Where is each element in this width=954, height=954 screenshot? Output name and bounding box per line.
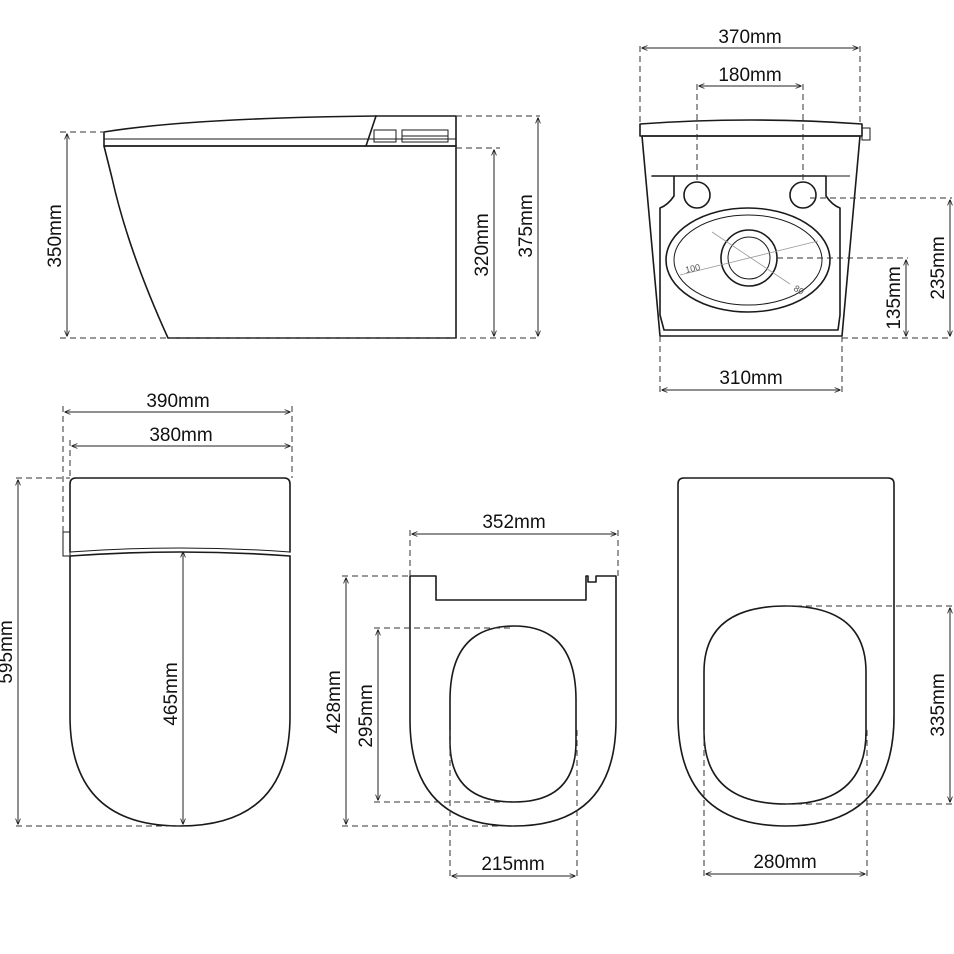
seat-opening — [449, 625, 577, 803]
seat-dim-215-label: 215mm — [481, 854, 544, 875]
side-lid-outline — [103, 115, 457, 147]
top-dim-595-label: 595mm — [0, 620, 17, 683]
seat-dim-352-label: 352mm — [482, 512, 545, 533]
seat-dim-295-label: 295mm — [356, 684, 377, 747]
side-dim-375-label: 375mm — [516, 194, 537, 257]
rear-dim-370-label: 370mm — [718, 27, 781, 48]
top-seam-inner — [69, 547, 291, 553]
top-dim-380-label: 380mm — [149, 425, 212, 446]
top-view: 390mm 380mm 595mm 465mm — [0, 391, 293, 827]
rear-dim-80-label: 80 — [792, 283, 806, 297]
rear-dim-310-label: 310mm — [719, 368, 782, 389]
rear-lid-outline — [639, 119, 863, 137]
lid-outline — [677, 477, 895, 827]
seat-view: 352mm 428mm 295mm 215mm — [324, 512, 619, 880]
rear-dim-235-label: 235mm — [928, 236, 949, 299]
top-side-knob — [62, 531, 71, 557]
top-dim-390-label: 390mm — [146, 391, 209, 412]
rear-side-knob — [861, 127, 871, 141]
rear-bolt-left — [683, 181, 711, 209]
rear-dim-135-label: 135mm — [884, 266, 905, 329]
top-tank-outline — [69, 477, 291, 553]
seat-ring-outline — [409, 575, 617, 827]
rear-plate-outline — [651, 175, 841, 331]
side-dim-320-label: 320mm — [472, 213, 493, 276]
rear-outlet-inner — [727, 236, 771, 280]
seat-dim-428-label: 428mm — [324, 670, 345, 733]
top-seam — [69, 551, 291, 557]
rear-view: 100 80 370mm 180mm 310mm 135mm 235mm — [639, 27, 952, 392]
rear-dia-line-b — [711, 231, 791, 285]
lid-dim-280-label: 280mm — [753, 852, 816, 873]
side-control-panel — [365, 115, 377, 147]
side-panel-button — [373, 129, 397, 143]
lid-dim-335-label: 335mm — [928, 673, 949, 736]
rear-dim-180-label: 180mm — [718, 65, 781, 86]
top-dim-465-label: 465mm — [161, 662, 182, 725]
side-dim-350-label: 350mm — [45, 204, 66, 267]
rear-oval-outer — [665, 207, 831, 313]
rear-dim-100-label: 100 — [684, 262, 701, 275]
rear-oval-inner — [673, 214, 823, 306]
side-view: 350mm 320mm 375mm — [45, 115, 540, 339]
lid-opening — [703, 605, 867, 805]
lid-view: 335mm 280mm — [677, 477, 952, 876]
side-body-outline — [103, 145, 457, 339]
rear-dia-line-a — [679, 240, 819, 276]
rear-bolt-right — [789, 181, 817, 209]
top-seat-outline — [69, 555, 291, 827]
